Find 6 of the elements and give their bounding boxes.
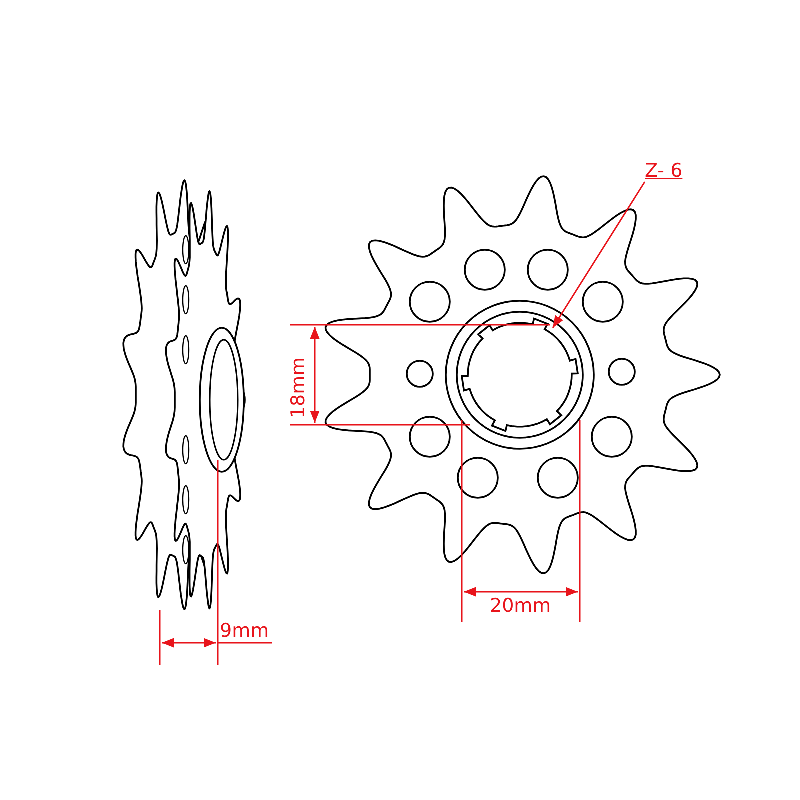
dimension-text: 18mm [288, 357, 310, 419]
leader-line [552, 182, 646, 328]
dimension-text: 9mm [220, 620, 270, 642]
spline-hole [460, 318, 580, 432]
dimension-text: 20mm [490, 595, 552, 617]
callout-text: Z- 6 [645, 160, 683, 182]
